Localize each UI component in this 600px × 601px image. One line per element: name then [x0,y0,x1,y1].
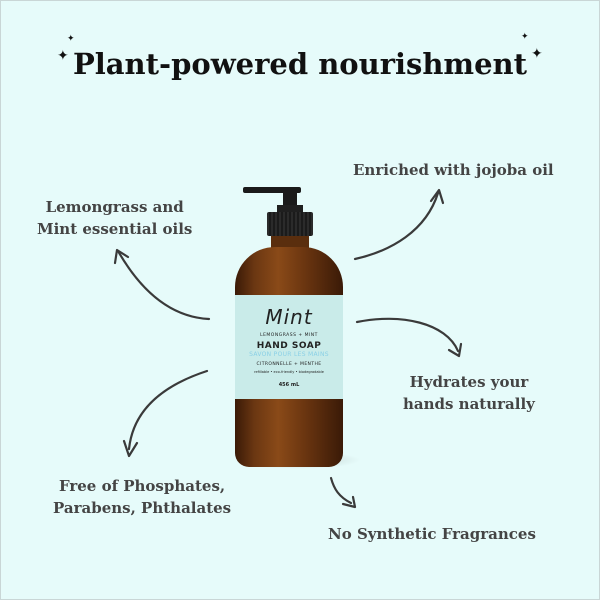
feature-text: hands naturally [403,395,535,413]
sparkle-icon: ✦ [521,32,529,42]
sparkle-icon: ✦ [57,48,69,64]
pump-nozzle [243,187,301,193]
scent: LEMONGRASS + MINT [260,333,318,338]
tagline: refillable • eco-friendly • biodegradabl… [254,370,324,374]
feature-text: Mint essential oils [37,220,193,238]
feature-text: No Synthetic Fragrances [328,525,536,543]
feature-text: Lemongrass and [45,198,184,216]
page-title: Plant-powered nourishment [72,47,528,81]
product-name-fr: SAVON POUR LES MAINS [249,351,329,358]
product-label: Mint LEMONGRASS + MINT HAND SOAP SAVON P… [235,295,343,399]
bottle-cap [267,212,313,236]
feature-lemongrass-mint: Lemongrass and Mint essential oils [37,196,192,240]
feature-text: Free of Phosphates, [58,477,226,495]
sparkle-icon: ✦ [67,34,75,44]
brand-name: Mint [265,305,313,329]
feature-hydrates: Hydrates your hands naturally [403,371,535,415]
pump-collar [277,205,303,213]
product-bottle: Mint LEMONGRASS + MINT HAND SOAP SAVON P… [227,181,367,481]
feature-text: Enriched with jojoba oil [353,161,554,179]
volume: 456 mL [278,382,300,388]
pump-stem [283,189,297,209]
feature-no-synthetic: No Synthetic Fragrances [328,523,536,545]
sparkle-icon: ✦ [531,46,543,62]
feature-free-of: Free of Phosphates, Parabens, Phthalates [53,475,231,519]
scent-fr: CITRONNELLE + MENTHE [256,362,322,367]
feature-text: Parabens, Phthalates [53,499,232,517]
product-name: HAND SOAP [256,341,322,351]
feature-jojoba-oil: Enriched with jojoba oil [353,159,554,181]
feature-text: Hydrates your [409,373,529,391]
